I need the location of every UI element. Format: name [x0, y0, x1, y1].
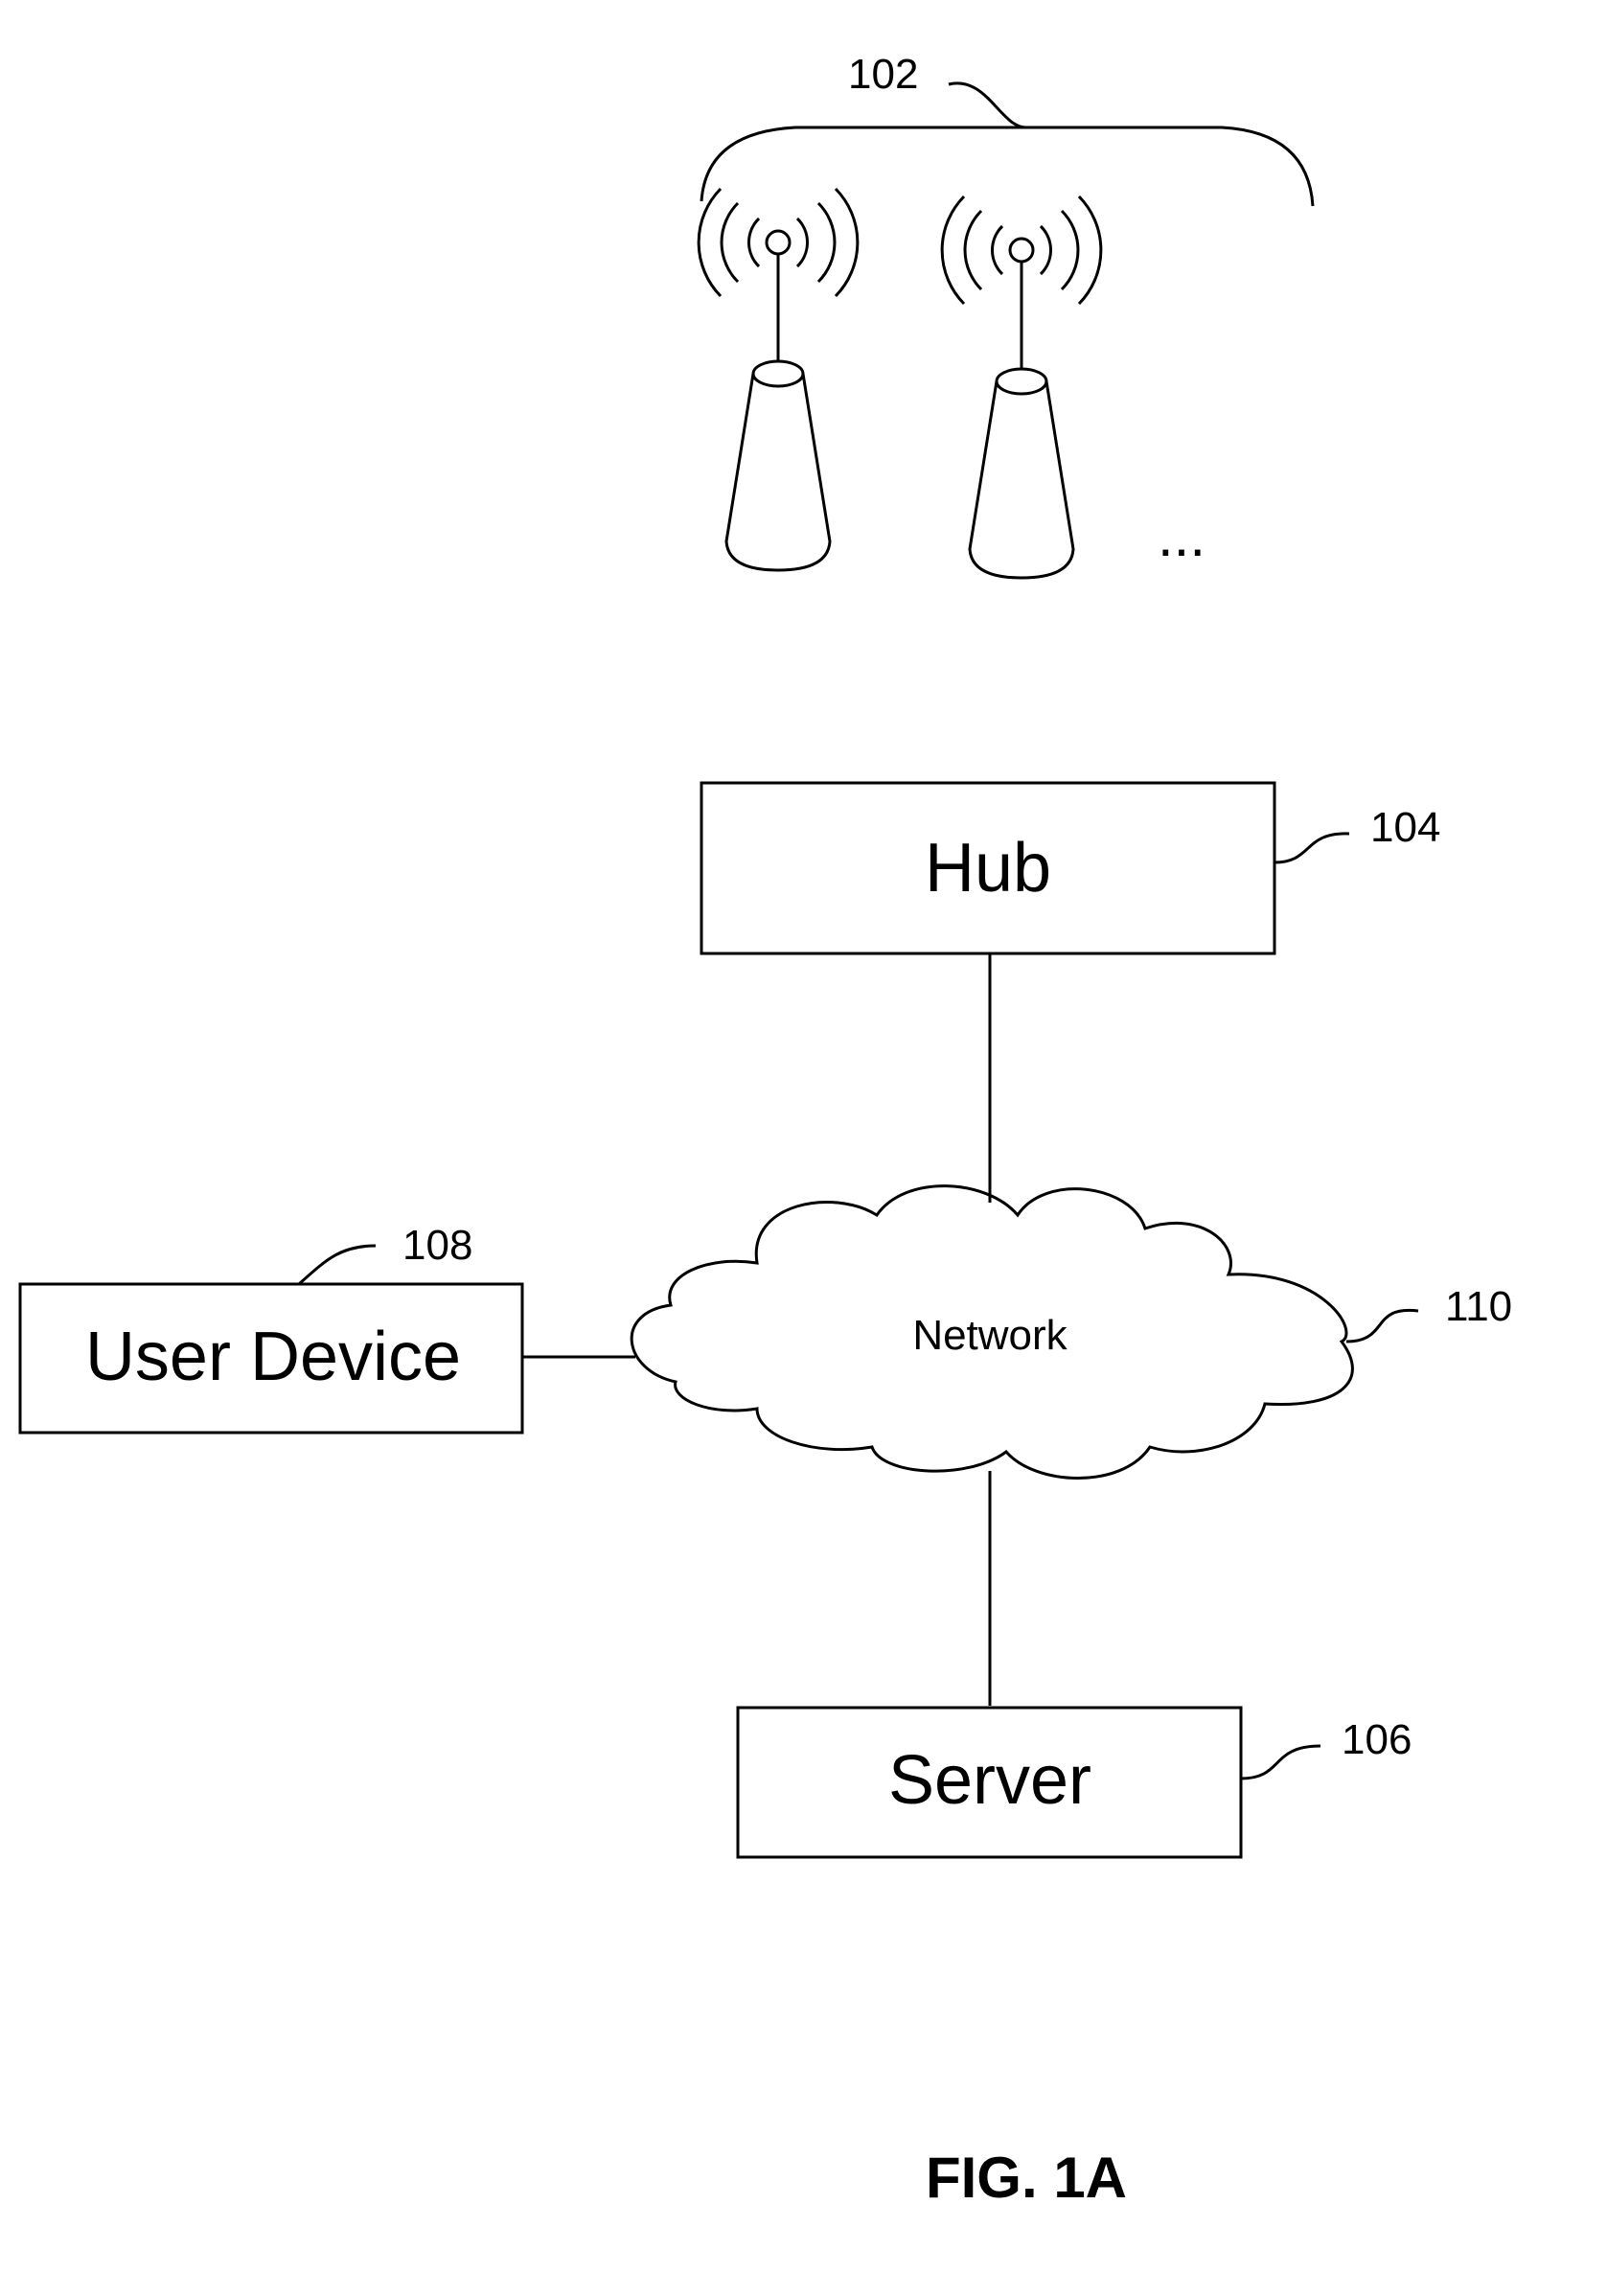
network-label: Network — [912, 1312, 1068, 1359]
sensor-tower-icon — [942, 196, 1101, 578]
user-device-label: User Device — [85, 1319, 461, 1395]
sensor-tower-icon — [699, 189, 858, 570]
server-leader — [1241, 1746, 1320, 1779]
sensor-1 — [699, 189, 858, 570]
sensor-group-leader — [949, 83, 1027, 127]
user-device-leader — [299, 1246, 376, 1284]
user-device-node: User Device 108 — [20, 1222, 522, 1433]
server-ref: 106 — [1342, 1716, 1412, 1763]
hub-ref: 104 — [1370, 804, 1440, 851]
network-ref: 110 — [1445, 1283, 1512, 1330]
sensor-2 — [942, 196, 1101, 578]
sensor-group: 102 — [699, 51, 1313, 578]
server-node: Server 106 — [738, 1708, 1412, 1857]
hub-node: Hub 104 — [701, 783, 1440, 953]
server-label: Server — [888, 1742, 1091, 1819]
network-node: Network 110 — [631, 1186, 1512, 1479]
user-device-ref: 108 — [402, 1222, 472, 1269]
sensor-group-ref: 102 — [848, 51, 918, 98]
figure-label: FIG. 1A — [926, 2146, 1127, 2210]
network-leader — [1346, 1310, 1418, 1342]
sensor-ellipsis: ... — [1158, 504, 1205, 568]
sensor-group-brace — [701, 127, 1313, 206]
hub-leader — [1274, 834, 1349, 862]
hub-label: Hub — [925, 830, 1051, 907]
